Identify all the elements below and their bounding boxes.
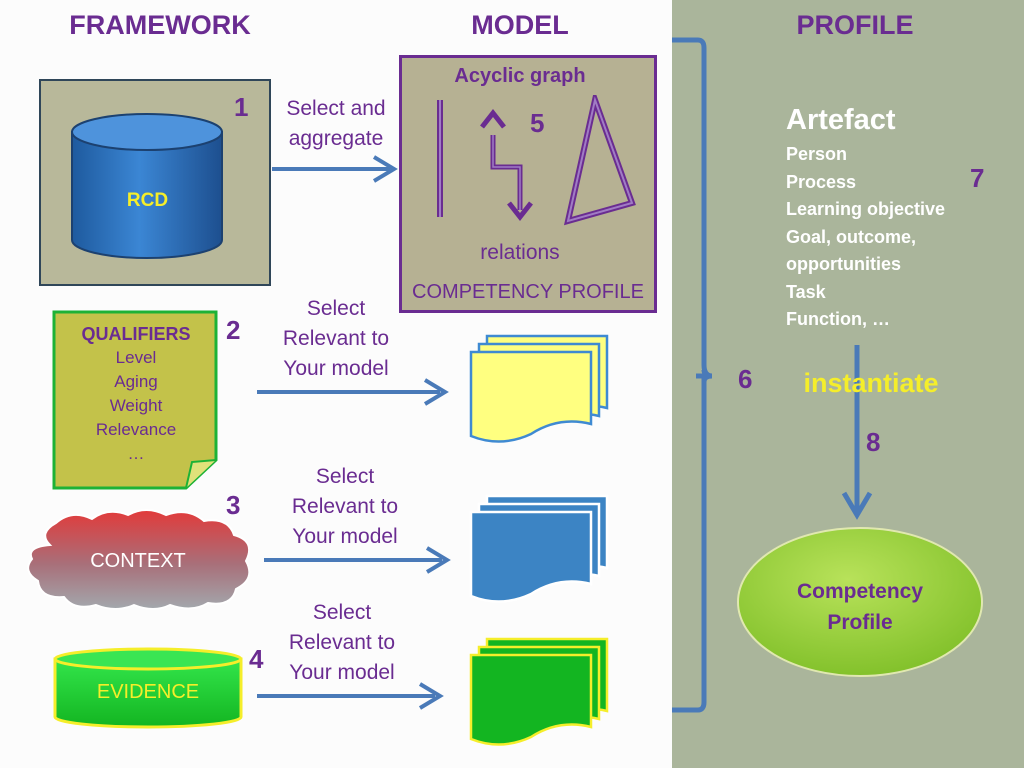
- yellow-documents-icon: [469, 334, 609, 443]
- select-line2: Relevant to: [282, 327, 390, 350]
- blue-documents-icon: [469, 494, 609, 603]
- select-relevant-text-4: Select Relevant to Your model: [272, 598, 412, 688]
- artefact-item: Person: [786, 144, 848, 164]
- qualifier-item: Level: [115, 348, 157, 367]
- heading-model: MODEL: [471, 10, 569, 40]
- artefact-item: Process: [786, 171, 857, 192]
- instantiate-label: instantiate: [803, 368, 939, 398]
- competency-profile-line1: Competency: [796, 580, 924, 603]
- evidence-label: EVIDENCE: [96, 681, 200, 703]
- artefact-item: opportunities: [786, 254, 901, 274]
- select-relevant-text-2: Select Relevant to Your model: [266, 294, 406, 384]
- select-relevant-text-3: Select Relevant to Your model: [275, 462, 415, 552]
- select-aggregate-text: Select and aggregate: [276, 94, 396, 154]
- competency-profile-label: Competency Profile: [760, 576, 960, 638]
- step-number-1: 1: [234, 92, 249, 122]
- select-line3: Your model: [289, 661, 395, 684]
- qualifier-item: Weight: [109, 396, 163, 415]
- step-number-8: 8: [866, 427, 881, 457]
- step-number-3: 3: [226, 490, 241, 520]
- step-number-5: 5: [530, 108, 545, 138]
- qualifier-item: …: [127, 444, 145, 463]
- artefact-item: Function, …: [786, 309, 890, 329]
- select-aggregate-line2: aggregate: [288, 127, 384, 150]
- competency-profile-footer: COMPETENCY PROFILE: [412, 281, 644, 303]
- model-box-title: Acyclic graph: [454, 65, 586, 87]
- green-documents-icon: [469, 637, 609, 746]
- acyclic-graph-icon: [437, 95, 636, 226]
- competency-profile-line2: Profile: [827, 611, 893, 634]
- arrow-4: [257, 682, 444, 710]
- grouping-bracket: [672, 37, 713, 713]
- heading-framework: FRAMEWORK: [69, 10, 251, 40]
- select-line2: Relevant to: [291, 495, 399, 518]
- context-cloud-icon: [27, 509, 251, 610]
- step-number-2: 2: [226, 315, 241, 345]
- arrow-3: [264, 546, 451, 574]
- relations-label: relations: [480, 241, 560, 264]
- step-number-4: 4: [249, 644, 264, 674]
- qualifier-item: Aging: [114, 372, 158, 391]
- select-line1: Select: [315, 465, 375, 488]
- select-line2: Relevant to: [288, 631, 396, 654]
- arrow-instantiate: [841, 345, 873, 520]
- arrow-1: [272, 155, 398, 183]
- artefact-title: Artefact: [786, 104, 896, 136]
- select-line3: Your model: [292, 525, 398, 548]
- qualifier-item: Relevance: [95, 420, 177, 439]
- artefact-item: Goal, outcome,: [786, 226, 917, 247]
- rcd-database-icon: [71, 113, 223, 259]
- qualifiers-note-icon: [52, 310, 218, 490]
- artefact-item: Task: [786, 281, 826, 302]
- step-number-6: 6: [738, 364, 753, 394]
- rcd-label: RCD: [126, 190, 169, 211]
- competency-profile-ellipse: [737, 527, 983, 677]
- context-label: CONTEXT: [90, 550, 186, 572]
- step-number-7: 7: [970, 163, 985, 193]
- evidence-cylinder-icon: [53, 647, 243, 729]
- qualifiers-title: QUALIFIERS: [81, 324, 191, 344]
- artefact-item: Learning objective: [786, 199, 946, 219]
- select-aggregate-line1: Select and: [286, 97, 386, 120]
- qualifiers-list: QUALIFIERS Level Aging Weight Relevance …: [58, 322, 214, 466]
- heading-profile: PROFILE: [796, 10, 914, 40]
- select-line1: Select: [312, 601, 372, 624]
- select-line3: Your model: [283, 357, 389, 380]
- arrow-2: [257, 378, 449, 406]
- artefact-list: Artefact Person Process Learning objecti…: [786, 104, 945, 334]
- select-line1: Select: [306, 297, 366, 320]
